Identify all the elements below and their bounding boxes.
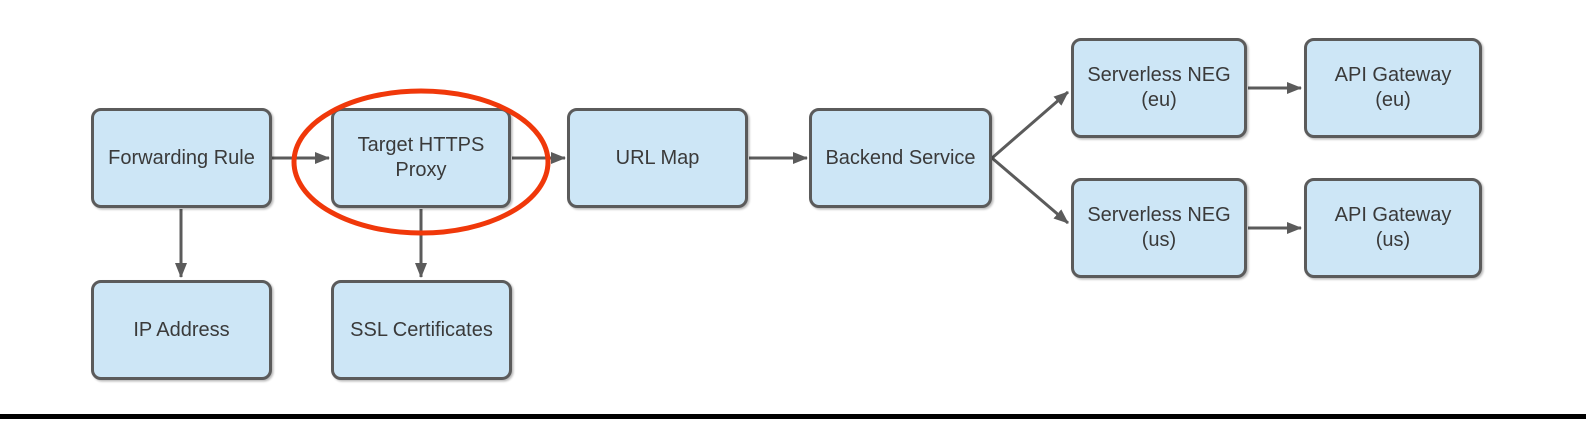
edge-backend-service-to-serverless-neg-eu <box>991 90 1069 160</box>
node-ip-address: IP Address <box>91 280 272 380</box>
node-serverless-neg-us: Serverless NEG (us) <box>1071 178 1247 278</box>
node-label: Backend Service <box>825 146 976 169</box>
node-label: Forwarding Rule <box>108 146 255 169</box>
node-label: Target HTTPS Proxy <box>357 134 485 181</box>
node-label: API Gateway (eu) <box>1334 64 1452 111</box>
node-backend-service: Backend Service <box>809 108 992 208</box>
node-label: Serverless NEG (us) <box>1087 204 1231 251</box>
node-label: URL Map <box>615 146 700 169</box>
node-label: IP Address <box>133 318 230 341</box>
node-label: SSL Certificates <box>350 318 493 341</box>
node-api-gateway-eu: API Gateway (eu) <box>1304 38 1482 138</box>
node-url-map: URL Map <box>567 108 748 208</box>
node-label: API Gateway (us) <box>1334 204 1452 251</box>
node-label: Serverless NEG (eu) <box>1087 64 1231 111</box>
node-target-https-proxy: Target HTTPS Proxy <box>331 108 511 208</box>
node-serverless-neg-eu: Serverless NEG (eu) <box>1071 38 1247 138</box>
node-forwarding-rule: Forwarding Rule <box>91 108 272 208</box>
page-edge-bar <box>0 414 1586 419</box>
edge-backend-service-to-serverless-neg-us <box>991 156 1069 225</box>
node-ssl-certificates: SSL Certificates <box>331 280 512 380</box>
node-api-gateway-us: API Gateway (us) <box>1304 178 1482 278</box>
